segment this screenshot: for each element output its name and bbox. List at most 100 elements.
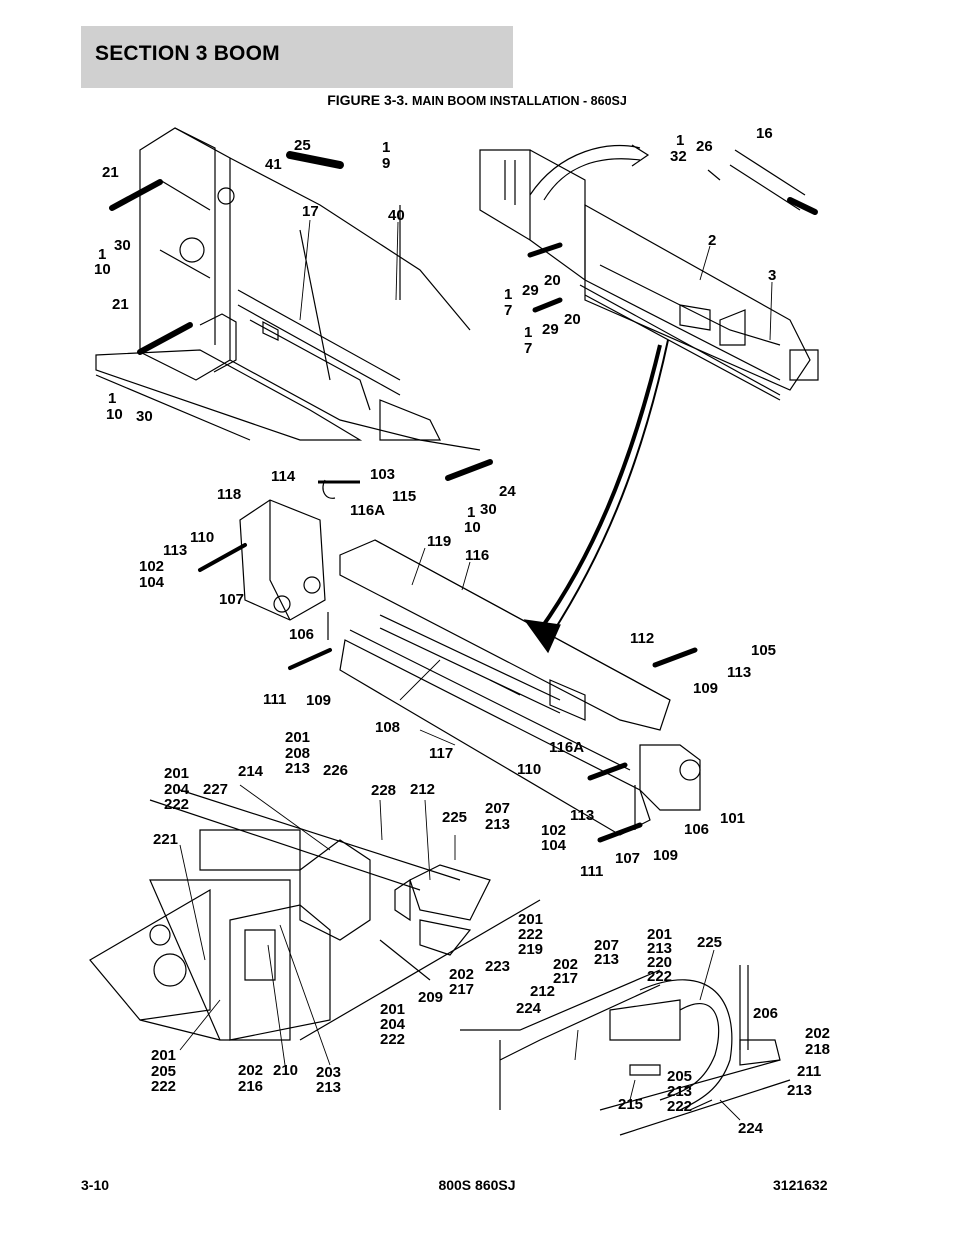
- callout: 213: [647, 940, 672, 957]
- callout: 111: [580, 863, 603, 880]
- callout: 32: [670, 148, 687, 165]
- callout: 202: [449, 966, 474, 983]
- figure-title: FIGURE 3-3. MAIN BOOM INSTALLATION - 860…: [0, 92, 954, 108]
- callout: 219: [518, 941, 543, 958]
- callout: 106: [289, 626, 314, 643]
- callout: 21: [112, 296, 129, 313]
- callout: 207: [594, 937, 619, 954]
- callout: 226: [323, 762, 348, 779]
- figure-caption: MAIN BOOM INSTALLATION - 860SJ: [411, 94, 627, 108]
- callout: 108: [375, 719, 400, 736]
- callout: 102: [139, 558, 164, 575]
- callout: 30: [480, 501, 497, 518]
- callout: 225: [697, 934, 722, 951]
- callout: 1: [467, 504, 475, 521]
- callout: 117: [429, 745, 453, 762]
- base-assembly-illustration: [89, 789, 541, 1041]
- callout: 16: [756, 125, 773, 142]
- cable-track-illustration: [460, 965, 791, 1136]
- callout: 212: [530, 983, 555, 1000]
- callout: 222: [164, 796, 189, 813]
- callout: 118: [217, 486, 241, 503]
- main-boom-illustration: [198, 459, 701, 843]
- callout: 103: [370, 466, 395, 483]
- callout: 213: [285, 760, 310, 777]
- callout: 204: [380, 1016, 406, 1033]
- callout: 205: [151, 1063, 176, 1080]
- callout: 40: [388, 207, 405, 224]
- callout: 102: [541, 822, 566, 839]
- upper-boom-illustration: [479, 144, 819, 401]
- callout: 220: [647, 954, 672, 971]
- callout: 201: [647, 926, 672, 943]
- callout: 109: [653, 847, 678, 864]
- callout: 207: [485, 800, 510, 817]
- callout: 1: [382, 139, 390, 156]
- callout: 205: [667, 1068, 692, 1085]
- callout: 223: [485, 958, 510, 975]
- line-art: [89, 127, 819, 1136]
- upright-assembly-illustration: [95, 127, 481, 451]
- callout: 1: [524, 324, 532, 341]
- callout: 114: [271, 468, 296, 485]
- callout: 213: [787, 1082, 812, 1099]
- callout: 224: [516, 1000, 542, 1017]
- callout: 7: [524, 340, 532, 357]
- callout: 10: [464, 519, 481, 536]
- callout: 109: [306, 692, 331, 709]
- callout: 30: [114, 237, 131, 254]
- callout: 211: [797, 1063, 821, 1080]
- callout: 213: [316, 1079, 341, 1096]
- callout: 221: [153, 831, 178, 848]
- callout: 228: [371, 782, 396, 799]
- callout: 41: [265, 156, 282, 173]
- figure-label: FIGURE 3-3.: [327, 92, 409, 108]
- callout: 218: [805, 1041, 830, 1058]
- callout: 104: [139, 574, 165, 591]
- callout: 202: [238, 1062, 263, 1079]
- callout: 26: [696, 138, 713, 155]
- callout: 116A: [350, 502, 385, 519]
- callout: 112: [630, 630, 654, 647]
- callout: 1: [108, 390, 116, 407]
- callout: 208: [285, 745, 310, 762]
- callout: 1: [676, 132, 684, 149]
- callout: 2: [708, 232, 716, 249]
- callout: 20: [564, 311, 581, 328]
- callout: 203: [316, 1064, 341, 1081]
- callout: 116: [465, 547, 489, 564]
- callout: 202: [805, 1025, 830, 1042]
- callout: 3: [768, 267, 776, 284]
- callout: 201: [285, 729, 310, 746]
- callout: 30: [136, 408, 153, 425]
- callout: 222: [151, 1078, 176, 1095]
- callout: 1: [98, 246, 106, 263]
- callout: 113: [570, 807, 594, 824]
- callout: 217: [449, 981, 474, 998]
- callout: 214: [238, 763, 264, 780]
- callout: 202: [553, 956, 578, 973]
- callout: 119: [427, 533, 451, 550]
- callout: 25: [294, 137, 311, 154]
- callout: 217: [553, 970, 578, 987]
- callout: 212: [410, 781, 435, 798]
- callout: 224: [738, 1120, 764, 1137]
- callout: 222: [647, 968, 672, 985]
- callout: 29: [542, 321, 559, 338]
- callout: 213: [485, 816, 510, 833]
- callout: 29: [522, 282, 539, 299]
- callout: 213: [594, 951, 619, 968]
- callout: 206: [753, 1005, 778, 1022]
- callout: 104: [541, 837, 567, 854]
- section-header-band: SECTION 3 BOOM: [81, 26, 513, 88]
- callout: 210: [273, 1062, 298, 1079]
- callout: 115: [392, 488, 416, 505]
- callout: 227: [203, 781, 228, 798]
- callout: 17: [302, 203, 319, 220]
- callout: 113: [163, 542, 187, 559]
- callout: 201: [164, 765, 189, 782]
- transition-arrow: [523, 339, 669, 654]
- callout: 222: [380, 1031, 405, 1048]
- callout: 107: [219, 591, 244, 608]
